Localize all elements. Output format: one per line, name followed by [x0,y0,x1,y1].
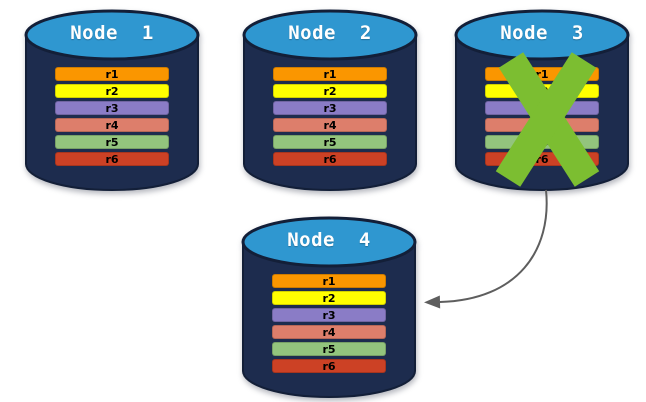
replica-row-r3: r3 [485,101,599,115]
replica-row-r6: r6 [273,152,387,166]
replica-row-r5: r5 [485,135,599,149]
replica-row-r1: r1 [272,274,386,288]
replica-row-r2: r2 [485,84,599,98]
node-2-cylinder: Node 2 r1 r2 r3 r4 r5 r6 [242,6,418,194]
replica-row-r3: r3 [272,308,386,322]
replica-row-r5: r5 [273,135,387,149]
replica-row-r3: r3 [273,101,387,115]
replica-rows: r1 r2 r3 r4 r5 r6 [273,67,387,166]
replica-rows: r1 r2 r3 r4 r5 r6 [272,274,386,373]
replica-row-r4: r4 [273,118,387,132]
replica-row-r3: r3 [55,101,169,115]
replica-rows: r1 r2 r3 r4 r5 r6 [55,67,169,166]
replica-row-r1: r1 [273,67,387,81]
replica-row-r4: r4 [485,118,599,132]
replica-row-r6: r6 [272,359,386,373]
node-1-cylinder: Node 1 r1 r2 r3 r4 r5 r6 [24,6,200,194]
replica-row-r1: r1 [485,67,599,81]
replica-row-r6: r6 [55,152,169,166]
node-4-cylinder: Node 4 r1 r2 r3 r4 r5 r6 [241,213,417,401]
replica-row-r2: r2 [272,291,386,305]
replica-row-r5: r5 [272,342,386,356]
replica-row-r4: r4 [272,325,386,339]
node-1-title: Node 1 [70,22,154,44]
replica-row-r1: r1 [55,67,169,81]
node-2-title: Node 2 [288,22,372,44]
replica-row-r6: r6 [485,152,599,166]
replica-row-r2: r2 [273,84,387,98]
node-3-title: Node 3 [500,22,584,44]
replica-row-r4: r4 [55,118,169,132]
node-4-title: Node 4 [287,229,371,251]
node-3-cylinder: Node 3 r1 r2 r3 r4 r5 r6 [454,6,630,194]
replica-rows: r1 r2 r3 r4 r5 r6 [485,67,599,166]
replica-row-r5: r5 [55,135,169,149]
replica-row-r2: r2 [55,84,169,98]
